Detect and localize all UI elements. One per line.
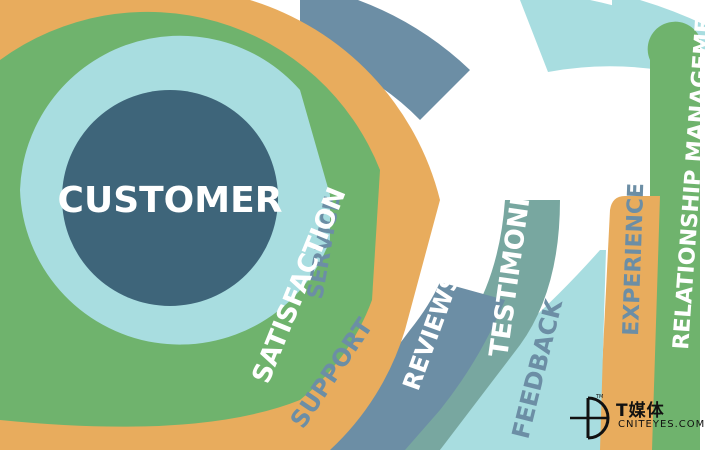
customer-label: CUSTOMER: [58, 180, 283, 221]
watermark: TM T媒体 CNITEYES.COM: [566, 392, 716, 444]
label-experience: EXPERIENCE: [619, 183, 649, 337]
band-feedback: [440, 250, 606, 450]
watermark-cn: T媒体: [616, 401, 665, 421]
outer-arc-slate: [300, 0, 470, 120]
outer-arc-teal-right: [612, 0, 705, 50]
watermark-en: CNITEYES.COM: [618, 419, 706, 430]
customer-core: [62, 90, 278, 306]
trademark-mark: TM: [595, 394, 603, 400]
watermark-logo-icon: TM: [570, 394, 610, 440]
band-relationship-management: [647, 21, 700, 450]
band-experience: [598, 196, 660, 450]
